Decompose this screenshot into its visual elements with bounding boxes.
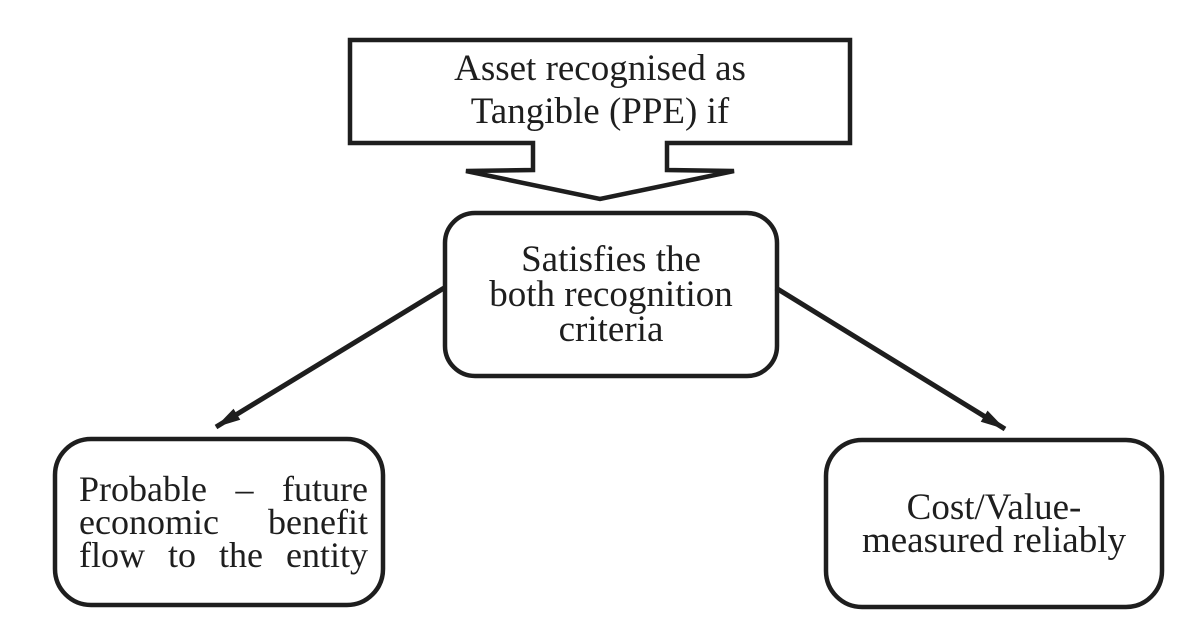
cost-box-line-2: measured reliably — [861, 519, 1127, 561]
cost-box-shape — [823, 437, 1165, 610]
top-box-line-2: Tangible (PPE) if — [470, 91, 730, 132]
top-box-line-1: Asset recognised as — [454, 48, 746, 89]
criteria-box-line-2: both recognition — [489, 274, 733, 315]
cost-box-line-1: Cost/Value- — [906, 486, 1082, 528]
criteria-box-label: Satisfies the both recognition criteria — [445, 213, 777, 376]
top-box-with-down-arrow-shape — [347, 37, 853, 202]
top-box-label: Asset recognised as Tangible (PPE) if — [350, 40, 850, 140]
right-connector-arrow — [774, 285, 1007, 432]
criteria-box-shape — [442, 210, 780, 379]
probable-box-line-1: Probable – future — [79, 468, 368, 509]
criteria-box-line-3: criteria — [558, 309, 664, 350]
left-connector-arrow — [214, 285, 446, 430]
probable-box-line-2: economic benefit — [79, 501, 368, 542]
probable-box-shape — [52, 436, 386, 608]
probable-box-line-3: flow to the entity — [79, 534, 368, 575]
criteria-box-line-1: Satisfies the — [521, 239, 701, 280]
probable-box-label: Probable – future economic benefit flow … — [55, 439, 383, 605]
cost-box-label: Cost/Value- measured reliably — [826, 440, 1162, 607]
